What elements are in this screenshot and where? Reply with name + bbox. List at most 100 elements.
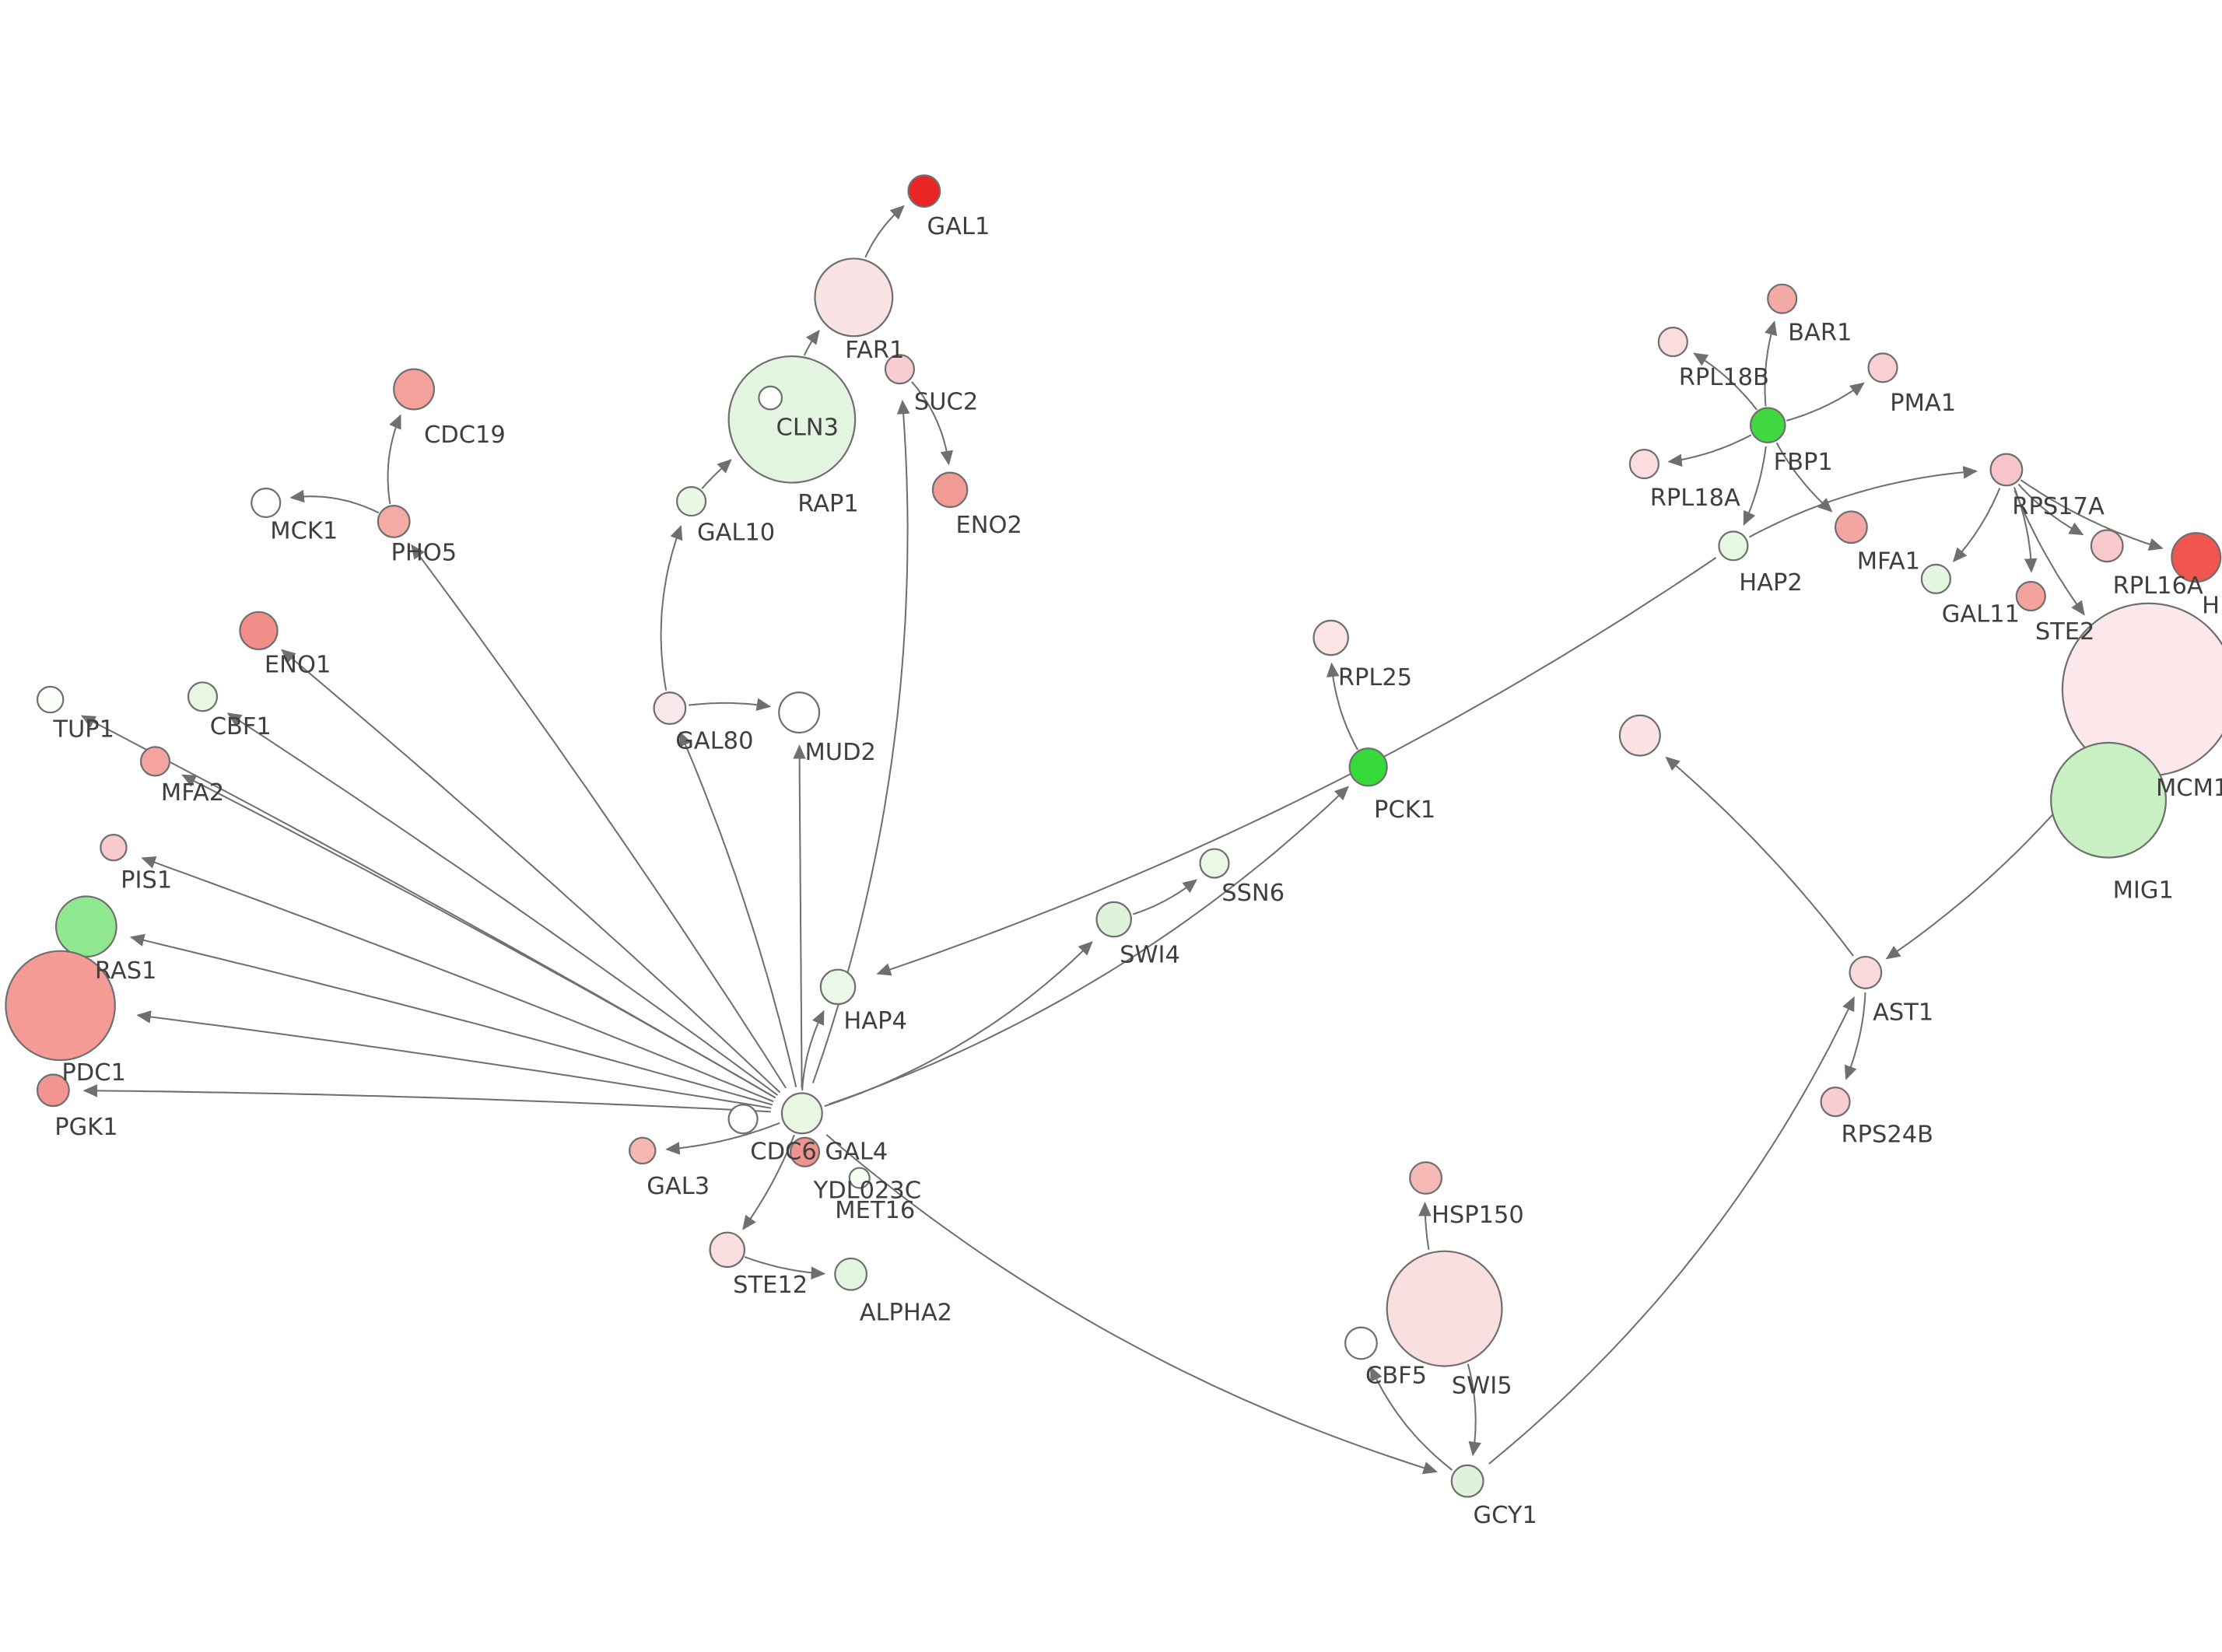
node-RPL18B[interactable] bbox=[1657, 326, 1688, 358]
node-CBF1[interactable] bbox=[187, 681, 219, 712]
edge-AST1-NODE1[interactable] bbox=[1665, 756, 1854, 957]
node-PHO5[interactable] bbox=[377, 505, 411, 538]
node-FAR1[interactable] bbox=[814, 257, 894, 338]
edge-GAL4-RAS1[interactable] bbox=[129, 933, 773, 1106]
node-HIS4[interactable] bbox=[2171, 532, 2222, 583]
node-RPS24B[interactable] bbox=[1820, 1087, 1851, 1118]
edge-FBP1-MFA1[interactable] bbox=[1775, 442, 1833, 513]
edge-RPS17A-HIS4[interactable] bbox=[2020, 479, 2164, 551]
edge-GCY1-CBF5[interactable] bbox=[1370, 1366, 1453, 1471]
node-HSP150[interactable] bbox=[1409, 1161, 1442, 1195]
edge-GAL4-PHO5[interactable] bbox=[411, 544, 787, 1089]
edge-SUC2-ENO2[interactable] bbox=[911, 381, 954, 466]
node-SWI5[interactable] bbox=[1386, 1250, 1503, 1367]
edge-RPS17A-GAL11[interactable] bbox=[1952, 487, 2001, 563]
node-NODE1[interactable] bbox=[1618, 714, 1661, 757]
node-SSN6[interactable] bbox=[1199, 848, 1230, 879]
edge-STE12-ALPHA2[interactable] bbox=[744, 1255, 826, 1280]
edge-GAL4-MFA2[interactable] bbox=[181, 774, 776, 1099]
edge-FBP1-RPL18A[interactable] bbox=[1667, 434, 1752, 467]
node-HAP2[interactable] bbox=[1718, 530, 1749, 562]
edge-GCY1-AST1[interactable] bbox=[1488, 996, 1855, 1465]
edge-GAL4-GCY1[interactable] bbox=[825, 1134, 1439, 1475]
node-HAP4[interactable] bbox=[819, 968, 857, 1006]
node-CBF5[interactable] bbox=[1344, 1326, 1378, 1360]
node-CLN3[interactable] bbox=[758, 385, 783, 411]
node-RPS17A[interactable] bbox=[1989, 453, 2024, 487]
nodes-layer bbox=[5, 174, 2222, 1498]
edge-FBP1-HAP2[interactable] bbox=[1743, 446, 1767, 526]
edge-FBP1-RPL18B[interactable] bbox=[1693, 352, 1758, 411]
edge-HAP2-HAP4[interactable] bbox=[876, 557, 1717, 976]
node-RPL16A[interactable] bbox=[2090, 529, 2124, 563]
node-GAL4[interactable] bbox=[780, 1092, 823, 1135]
node-GCY1[interactable] bbox=[1450, 1464, 1484, 1498]
edge-GAL4-GAL80[interactable] bbox=[679, 731, 797, 1088]
node-ENO1[interactable] bbox=[239, 611, 279, 650]
edge-GAL4-PIS1[interactable] bbox=[141, 856, 774, 1103]
node-FBP1[interactable] bbox=[1749, 407, 1786, 443]
node-GAL80[interactable] bbox=[653, 691, 687, 725]
edge-PHO5-MCK1[interactable] bbox=[289, 489, 380, 514]
node-PIS1[interactable] bbox=[100, 833, 128, 862]
edge-GAL4-PCK1[interactable] bbox=[829, 786, 1349, 1105]
node-CDC19[interactable] bbox=[393, 368, 436, 411]
labels-layer: GAL1FAR1RAP1CLN3SUC2ENO2GAL10CDC19MCK1PH… bbox=[52, 213, 2222, 1529]
node-ENO2[interactable] bbox=[931, 471, 969, 509]
edge-RPS17A-MCM1[interactable] bbox=[2013, 490, 2085, 616]
node-MCK1[interactable] bbox=[251, 487, 282, 519]
edge-SWI5-GCY1[interactable] bbox=[1467, 1363, 1481, 1457]
node-CDC6[interactable] bbox=[727, 1104, 759, 1135]
node-PDC1[interactable] bbox=[5, 950, 116, 1062]
node-label-PDC1: PDC1 bbox=[61, 1059, 126, 1087]
node-PMA1[interactable] bbox=[1867, 352, 1898, 383]
edge-GAL80-GAL10[interactable] bbox=[660, 524, 683, 691]
edge-FBP1-PMA1[interactable] bbox=[1786, 382, 1865, 422]
edge-GAL4-MUD2[interactable] bbox=[793, 744, 806, 1089]
edge-GAL4-GAL3[interactable] bbox=[665, 1122, 780, 1155]
node-MFA1[interactable] bbox=[1834, 510, 1868, 544]
edge-SWI4-SSN6[interactable] bbox=[1132, 879, 1198, 915]
node-SUC2[interactable] bbox=[884, 354, 916, 385]
edge-GAL10-RAP1[interactable] bbox=[701, 459, 732, 489]
node-MET16[interactable] bbox=[848, 1167, 871, 1189]
node-STE12[interactable] bbox=[709, 1231, 746, 1269]
edge-FAR1-GAL1[interactable] bbox=[864, 205, 905, 258]
node-MUD2[interactable] bbox=[778, 691, 821, 734]
node-RAS1[interactable] bbox=[54, 895, 117, 958]
edge-GAL4-PDC1[interactable] bbox=[136, 1010, 772, 1109]
node-SWI4[interactable] bbox=[1095, 901, 1132, 938]
node-ALPHA2[interactable] bbox=[834, 1257, 868, 1291]
edge-GAL4-HAP4[interactable] bbox=[801, 1010, 825, 1091]
node-GAL11[interactable] bbox=[1920, 563, 1951, 594]
node-BAR1[interactable] bbox=[1767, 283, 1798, 314]
edge-PCK1-RPL25[interactable] bbox=[1326, 662, 1358, 751]
edge-GAL80-MUD2[interactable] bbox=[689, 698, 772, 711]
node-AST1[interactable] bbox=[1849, 955, 1883, 989]
node-TUP1[interactable] bbox=[36, 685, 65, 714]
node-GAL10[interactable] bbox=[675, 486, 707, 517]
edge-PHO5-CDC19[interactable] bbox=[387, 414, 401, 505]
edge-GAL4-STE12[interactable] bbox=[742, 1134, 795, 1230]
node-MIG1[interactable] bbox=[2050, 741, 2168, 859]
edge-GAL4-PGK1[interactable] bbox=[82, 1084, 771, 1113]
edge-GAL4-ENO1[interactable] bbox=[281, 649, 781, 1094]
node-GAL1[interactable] bbox=[907, 174, 941, 208]
edge-GAL4-CBF1[interactable] bbox=[226, 712, 779, 1096]
node-PGK1[interactable] bbox=[36, 1073, 70, 1108]
node-RAP1[interactable] bbox=[727, 355, 857, 484]
node-PCK1[interactable] bbox=[1348, 747, 1388, 787]
node-GAL3[interactable] bbox=[629, 1136, 657, 1165]
edge-FBP1-BAR1[interactable] bbox=[1764, 320, 1778, 407]
node-MFA2[interactable] bbox=[139, 746, 171, 777]
edge-HAP2-RPS17A[interactable] bbox=[1748, 466, 1978, 538]
edge-AST1-RPS24B[interactable] bbox=[1844, 992, 1866, 1080]
node-RPL25[interactable] bbox=[1313, 619, 1349, 656]
edge-SWI5-HSP150[interactable] bbox=[1418, 1201, 1432, 1251]
node-STE2[interactable] bbox=[2015, 580, 2046, 612]
edge-RPS17A-RPL16A[interactable] bbox=[2017, 483, 2084, 536]
node-YDL023C[interactable] bbox=[789, 1136, 821, 1167]
edge-RAP1-FAR1[interactable] bbox=[803, 329, 820, 356]
node-RPL18A[interactable] bbox=[1628, 448, 1659, 480]
